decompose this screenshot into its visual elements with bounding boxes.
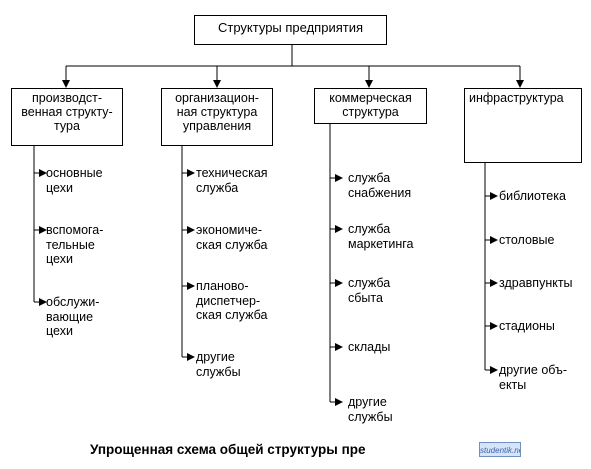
column-box-infrastructure: инфраструктура [464,88,582,163]
column-box-production-structure: производст- венная структу- тура [11,88,123,146]
item-warehouses: склады [348,340,391,354]
item-auxiliary-workshops: вспомога- тельные цехи [46,223,104,266]
column-box-management-structure: организацион- ная структура управления [161,88,273,146]
item-service-workshops: обслужи- вающие цехи [46,295,100,338]
column-box-commercial-structure: коммерческая структура [314,88,427,124]
item-technical-service: техническая служба [196,166,268,195]
item-stadiums: стадионы [499,319,555,333]
item-first-aid-posts: здравпункты [499,276,573,290]
item-other-objects: другие объ- екты [499,363,567,392]
watermark-logo: studentik.net [479,442,521,457]
item-canteens: столовые [499,233,555,247]
item-other-services-commercial: другие службы [348,395,393,424]
item-library: библиотека [499,189,566,203]
item-economic-service: экономиче- ская служба [196,223,268,252]
item-planning-dispatch-service: планово- диспетчер- ская служба [196,279,268,322]
item-other-services: другие службы [196,350,241,379]
diagram-caption: Упрощенная схема общей структуры пре [90,442,366,457]
root-box-enterprise-structures: Структуры предприятия [194,15,387,45]
item-marketing-service: служба маркетинга [348,222,414,251]
item-sales-service: служба сбыта [348,276,391,305]
item-supply-service: служба снабжения [348,171,412,200]
item-main-workshops: основные цехи [46,166,103,195]
